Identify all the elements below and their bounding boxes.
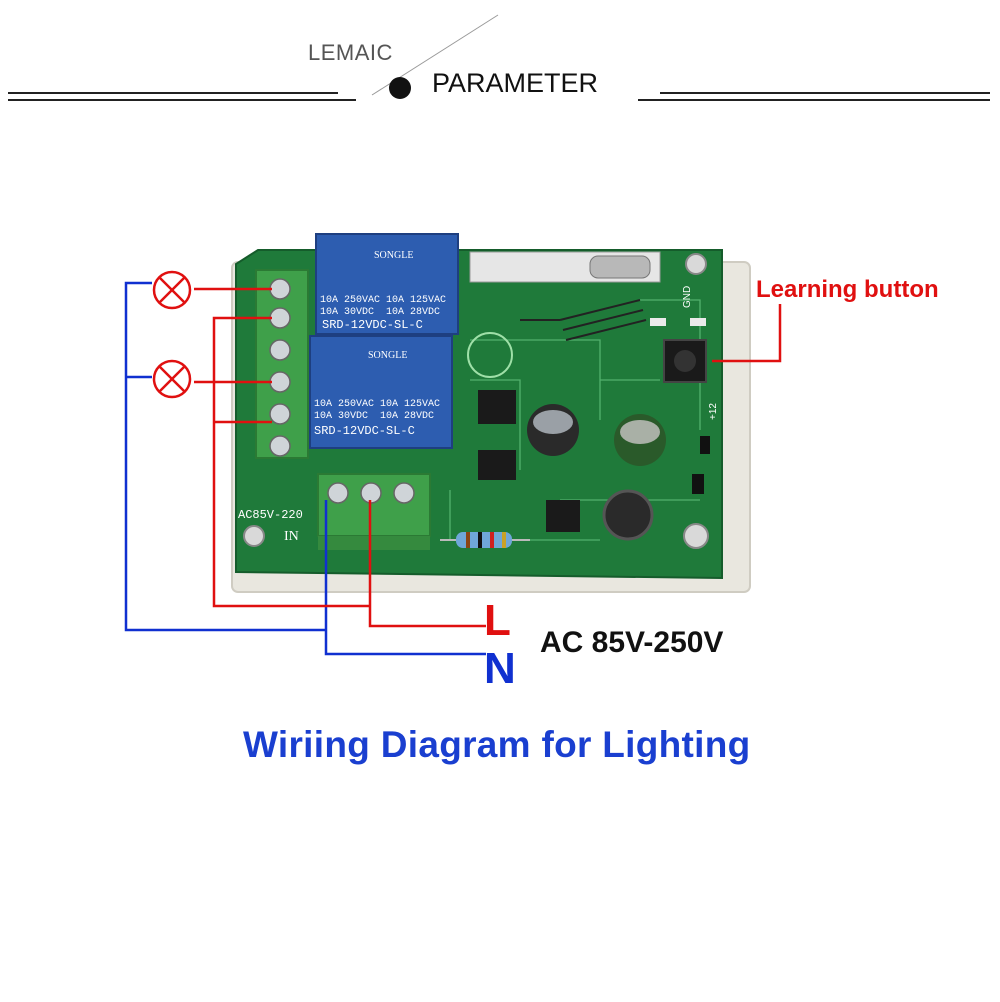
svg-text:10A 30VDC: 10A 30VDC — [314, 411, 368, 422]
brand-name: LEMAIC — [308, 40, 393, 65]
svg-text:10A 30VDC: 10A 30VDC — [320, 307, 374, 318]
neutral-label: N — [484, 644, 516, 693]
resistor — [440, 532, 530, 548]
input-rating-marking: AC85V-220 — [238, 508, 303, 522]
svg-text:10A 125VAC: 10A 125VAC — [380, 399, 440, 410]
live-wiring — [194, 287, 782, 628]
svg-text:SONGLE: SONGLE — [374, 250, 413, 261]
diagram-caption: Wiriing Diagram for Lighting — [243, 724, 751, 765]
lamp-symbol-2 — [152, 359, 192, 399]
header-dot — [389, 77, 411, 99]
lamp-symbol-1 — [152, 270, 192, 310]
svg-text:10A 28VDC: 10A 28VDC — [380, 411, 434, 422]
svg-text:10A 125VAC: 10A 125VAC — [386, 295, 446, 306]
svg-text:SONGLE: SONGLE — [368, 350, 407, 361]
input-terminal-block — [317, 473, 431, 550]
svg-text:10A 28VDC: 10A 28VDC — [386, 307, 440, 318]
output-terminal-block — [255, 269, 309, 459]
in-marking: IN — [284, 529, 299, 544]
header-rules — [8, 14, 990, 101]
v12-marking: +12 — [708, 403, 719, 420]
learning-button-label: Learning button — [756, 276, 939, 303]
live-label: L — [484, 596, 511, 645]
svg-text:SRD-12VDC-SL-C: SRD-12VDC-SL-C — [314, 424, 415, 438]
svg-text:10A 250VAC: 10A 250VAC — [320, 295, 380, 306]
svg-text:SRD-12VDC-SL-C: SRD-12VDC-SL-C — [322, 318, 423, 332]
gnd-marking: GND — [682, 286, 693, 308]
electrolytic-capacitor — [614, 414, 666, 466]
svg-text:10A 250VAC: 10A 250VAC — [314, 399, 374, 410]
section-title: PARAMETER — [432, 68, 599, 98]
supply-voltage-label: AC 85V-250V — [540, 626, 724, 659]
electrolytic-capacitor — [527, 404, 579, 456]
relay-bottom: SONGLE 10A 250VAC 10A 125VAC 10A 30VDC 1… — [309, 335, 453, 449]
relay-top: SONGLE 10A 250VAC 10A 125VAC 10A 30VDC 1… — [315, 233, 459, 335]
neutral-wiring — [124, 281, 486, 656]
